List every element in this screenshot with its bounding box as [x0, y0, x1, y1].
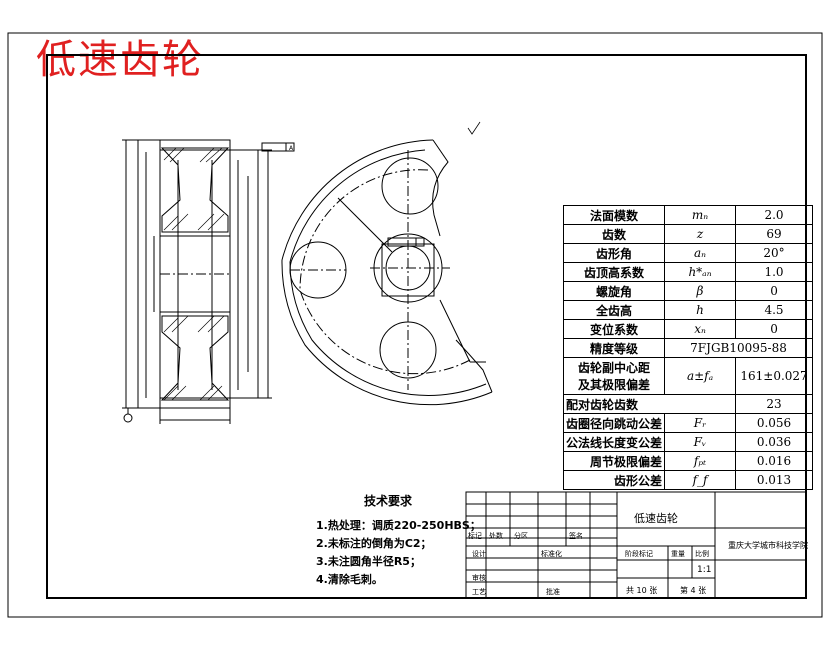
technical-requirements: 技术要求 1.热处理：调质220-250HBS； 2.未标注的倒角为C2； 3.…	[316, 492, 481, 589]
param-value: 69	[735, 224, 814, 244]
accuracy-value: 7FJGB10095-88	[664, 338, 814, 358]
param-label: 螺旋角	[562, 281, 666, 301]
tolerance-symbol: f_f	[664, 470, 737, 490]
param-value: 2.0	[735, 205, 814, 225]
section-view	[122, 139, 295, 424]
center-label-line: 及其极限偏差	[578, 378, 651, 392]
mating-value: 23	[735, 394, 814, 414]
param-value: 1.0	[735, 262, 814, 282]
param-label: 齿形角	[562, 243, 666, 263]
param-value: 20°	[735, 243, 814, 263]
tb-weight: 重量	[671, 550, 685, 558]
param-symbol: mₙ	[664, 205, 737, 225]
tolerance-label: 周节极限偏差	[562, 451, 666, 471]
param-symbol: β	[664, 281, 737, 301]
tech-item: 1.热处理：调质220-250HBS；	[316, 519, 481, 532]
tb-zone: 分区	[514, 532, 528, 540]
tb-school: 重庆大学城市科技学院	[728, 541, 808, 550]
param-label: 全齿高	[562, 300, 666, 320]
datum-label-a: A	[289, 145, 294, 152]
tolerance-label: 公法线长度变公差	[562, 432, 666, 452]
tb-sign: 签名	[569, 532, 583, 540]
part-name: 低速齿轮	[634, 512, 678, 525]
tb-sheet-no: 第 4 张	[680, 586, 707, 595]
tolerance-label: 齿圈径向跳动公差	[562, 413, 666, 433]
tolerance-symbol: Fᵣ	[664, 413, 737, 433]
param-symbol: xₙ	[664, 319, 737, 339]
tb-stage: 阶段标记	[625, 550, 653, 558]
front-view	[281, 139, 493, 406]
tolerance-symbol: Fᵥ	[664, 432, 737, 452]
tb-sheets-total: 共 10 张	[626, 586, 658, 595]
mating-label: 配对齿轮齿数	[562, 394, 737, 414]
tb-approve: 批准	[546, 588, 560, 596]
center-value: 161±0.027	[735, 357, 814, 395]
outer-border	[7, 32, 823, 618]
roughness-symbol	[467, 121, 481, 135]
param-symbol: z	[664, 224, 737, 244]
tb-standard: 标准化	[541, 550, 562, 558]
tb-review: 审核	[472, 574, 486, 582]
param-label: 齿顶高系数	[562, 262, 666, 282]
tolerance-value: 0.036	[735, 432, 814, 452]
tb-scale: 1:1	[697, 565, 712, 575]
tech-item: 2.未标注的倒角为C2；	[316, 537, 432, 550]
tech-heading: 技术要求	[364, 494, 413, 508]
center-symbol: a±fₐ	[664, 357, 737, 395]
tech-item: 3.未注圆角半径R5；	[316, 555, 421, 568]
tb-scale-label: 比例	[695, 550, 709, 558]
center-label-line: 齿轮副中心距	[578, 361, 651, 375]
param-value: 0	[735, 281, 814, 301]
param-label: 齿数	[562, 224, 666, 244]
tolerance-label: 齿形公差	[562, 470, 666, 490]
param-label: 法面模数	[562, 205, 666, 225]
center-label: 齿轮副中心距及其极限偏差	[562, 357, 666, 395]
param-value: 4.5	[735, 300, 814, 320]
tolerance-value: 0.013	[735, 470, 814, 490]
param-symbol: aₙ	[664, 243, 737, 263]
param-label: 变位系数	[562, 319, 666, 339]
tb-design: 设计	[472, 550, 486, 558]
tb-mark: 标记	[468, 532, 482, 540]
drawing-title: 低速齿轮	[36, 37, 204, 83]
title-block-lines	[465, 491, 807, 599]
tolerance-value: 0.016	[735, 451, 814, 471]
accuracy-label: 精度等级	[562, 338, 666, 358]
param-symbol: h*ₐₙ	[664, 262, 737, 282]
tb-count: 处数	[489, 532, 503, 540]
param-symbol: h	[664, 300, 737, 320]
tolerance-value: 0.056	[735, 413, 814, 433]
tb-process: 工艺	[472, 588, 486, 596]
param-value: 0	[735, 319, 814, 339]
tech-item: 4.清除毛刺。	[316, 573, 383, 586]
tolerance-symbol: fₚₜ	[664, 451, 737, 471]
